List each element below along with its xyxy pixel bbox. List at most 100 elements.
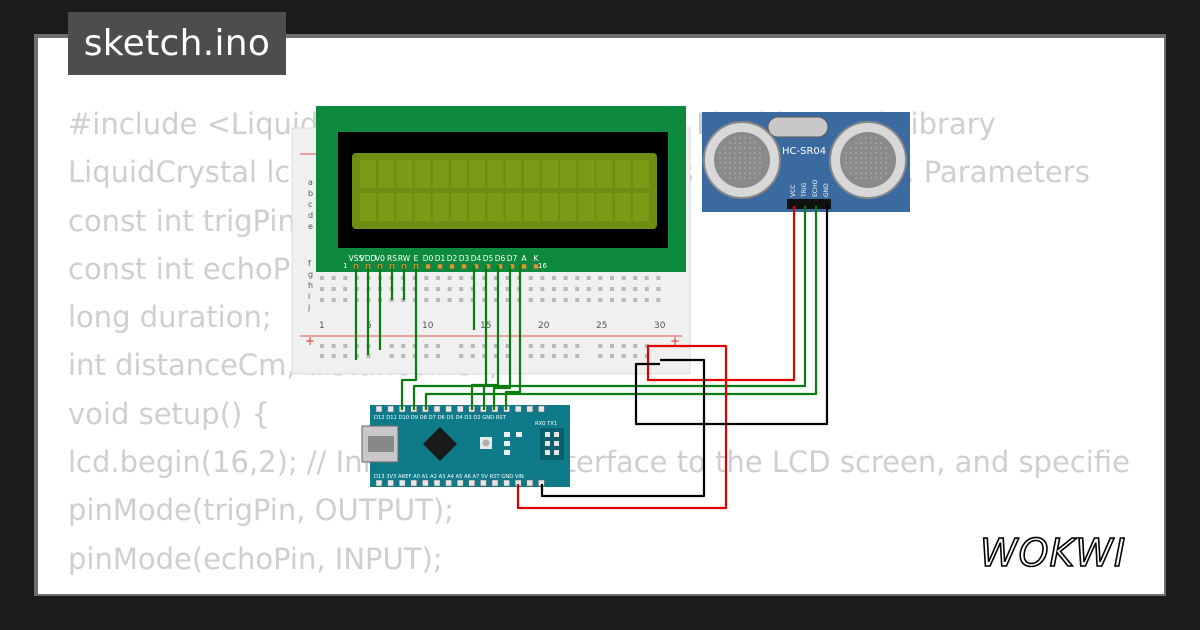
bb-hole: [436, 276, 440, 280]
mesh-dot: [875, 177, 877, 179]
top-pin-labels: D12 D11 D10 D9 D8 D7 D6 D5 D4 D3 D2 GND …: [374, 415, 507, 421]
sketch-title[interactable]: sketch.ino: [68, 12, 286, 75]
mesh-dot: [875, 142, 877, 144]
lcd-cell: [360, 160, 376, 188]
bb-hole: [621, 276, 626, 280]
bb-hole: [540, 276, 545, 280]
lcd-cell: [523, 160, 540, 188]
mesh-dot: [880, 172, 882, 174]
rail-hole: [621, 344, 626, 348]
lcd-pin-label: D6: [495, 254, 506, 263]
led: [504, 432, 510, 437]
bb-hole: [610, 298, 614, 302]
bb-hole: [598, 287, 603, 291]
lcd-pin: [521, 263, 527, 270]
rail-hole: [644, 344, 649, 348]
rail-hole: [633, 344, 638, 348]
bb-hole: [621, 298, 626, 302]
mesh-dot: [744, 137, 746, 139]
mesh-dot: [744, 172, 746, 174]
bb-hole: [482, 298, 487, 302]
mesh-dot: [865, 162, 867, 164]
rail-hole: [401, 354, 406, 358]
bb-hole: [482, 276, 487, 280]
mesh-dot: [734, 147, 736, 149]
lcd-pin: [449, 263, 455, 270]
rail-hole: [436, 344, 440, 348]
mesh-dot: [880, 162, 882, 164]
mesh-dot: [759, 167, 761, 169]
mesh-dot: [875, 147, 877, 149]
mesh-dot: [885, 157, 887, 159]
wire-gnd-sensor: [634, 206, 829, 426]
mesh-dot: [855, 157, 857, 159]
icsp-pin: [545, 441, 550, 446]
mesh-dot: [850, 152, 852, 154]
bb-hole: [563, 287, 568, 291]
rail-hole: [494, 344, 498, 348]
mesh-dot: [754, 167, 756, 169]
lcd-cell: [505, 160, 522, 188]
mesh-dot: [875, 162, 877, 164]
lcd-pin-label: E: [414, 254, 419, 263]
mesh-dot: [870, 172, 872, 174]
rail-hole: [540, 354, 545, 358]
mesh-dot: [885, 152, 887, 154]
rail-hole: [470, 344, 475, 348]
rail-hole: [482, 344, 487, 348]
mesh-dot: [865, 167, 867, 169]
lcd-cell: [487, 160, 504, 188]
row-letter: d: [308, 211, 313, 220]
mesh-dot: [870, 177, 872, 179]
mesh-dot: [880, 157, 882, 159]
bb-hole: [412, 298, 417, 302]
rail-hole: [436, 354, 440, 358]
arduino-nano[interactable]: D12 D11 D10 D9 D8 D7 D6 D5 D4 D3 D2 GND …: [361, 405, 570, 487]
nano-pin: [514, 405, 522, 413]
mesh-dot: [870, 162, 872, 164]
lcd-pin-label: A: [521, 254, 527, 263]
mesh-dot: [865, 172, 867, 174]
mesh-dot: [729, 172, 731, 174]
lcd-cell: [396, 160, 413, 188]
rail-hole: [494, 354, 498, 358]
led: [516, 432, 522, 437]
rail-hole: [412, 344, 417, 348]
row-letter: c: [308, 200, 312, 209]
row-letter: h: [308, 281, 313, 290]
mesh-dot: [744, 167, 746, 169]
bb-hole: [320, 287, 324, 291]
transducer-mesh: [714, 132, 770, 188]
bb-hole: [552, 287, 556, 291]
bb-hole: [424, 276, 429, 280]
mesh-dot: [870, 147, 872, 149]
bb-hole: [482, 287, 487, 291]
rail-hole: [540, 344, 545, 348]
nano-board: [370, 405, 570, 487]
wire-vcc: [646, 206, 796, 382]
hc-sr04-sensor[interactable]: HC-SR04 VCC TRIG ECHO GND: [702, 112, 910, 212]
bb-hole: [470, 298, 475, 302]
lcd-cell: [378, 160, 395, 188]
lcd-pin-label: RW: [398, 254, 411, 263]
rail-hole: [366, 354, 371, 358]
lcd-cell: [451, 193, 467, 221]
rail-hole: [575, 344, 580, 348]
lcd-cell: [542, 193, 558, 221]
mesh-dot: [860, 157, 862, 159]
nano-pin: [503, 479, 510, 487]
bb-hole: [575, 287, 580, 291]
lcd-pin: [425, 263, 431, 270]
row-letter: j: [307, 303, 310, 312]
mesh-dot: [860, 167, 862, 169]
nano-pin: [433, 405, 441, 413]
bb-hole: [343, 276, 348, 280]
mesh-dot: [860, 162, 862, 164]
mesh-dot: [734, 137, 736, 139]
rail-hole: [563, 354, 568, 358]
wokwi-logo: WOKWI: [979, 530, 1126, 574]
column-number: 20: [538, 321, 550, 331]
bb-hole: [586, 287, 591, 291]
